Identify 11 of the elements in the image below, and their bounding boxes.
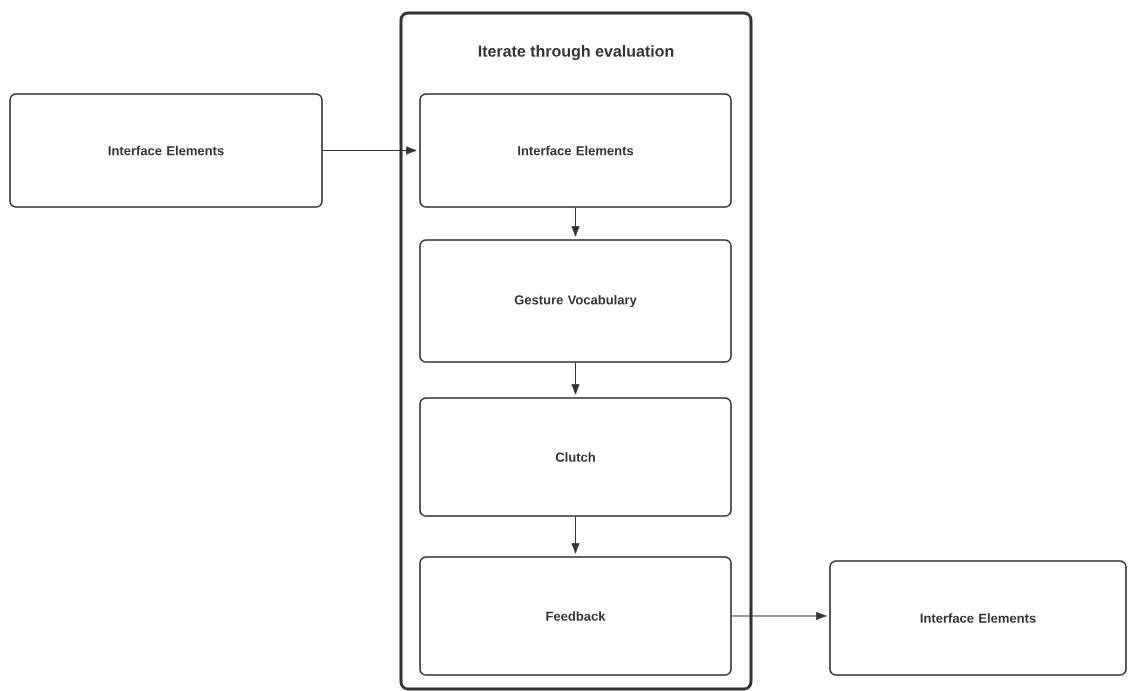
- arrow: [322, 146, 417, 155]
- arrow: [571, 362, 580, 395]
- process-box: Feedback: [419, 556, 732, 676]
- arrow: [571, 207, 580, 237]
- process-box: Interface Elements: [9, 93, 323, 208]
- process-box: Gesture Vocabulary: [419, 239, 732, 363]
- arrow: [731, 611, 827, 621]
- process-box: Clutch: [419, 397, 732, 517]
- arrow: [571, 516, 580, 554]
- process-box: Interface Elements: [829, 560, 1127, 676]
- process-box: Interface Elements: [419, 93, 732, 208]
